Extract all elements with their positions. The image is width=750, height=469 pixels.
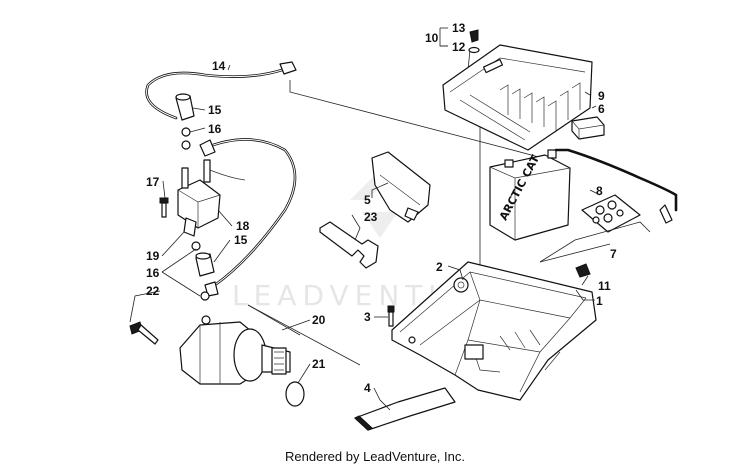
callout-14: 14 [212, 59, 226, 73]
callout-11: 11 [598, 279, 611, 293]
callout-3: 3 [364, 310, 371, 324]
callout-16-upper: 16 [208, 122, 222, 136]
foam-strip [354, 387, 456, 431]
callout-6: 6 [598, 102, 605, 116]
callout-leaders [129, 27, 601, 411]
star-washer [453, 277, 469, 293]
nut-lower [191, 241, 210, 301]
hardware-kit [581, 194, 641, 233]
tray-screw [387, 305, 395, 327]
callout-9: 9 [598, 89, 605, 103]
callouts: 1 2 3 4 5 6 7 8 9 10 11 12 13 14 15 15 1… [146, 21, 617, 395]
callout-4: 4 [364, 381, 371, 395]
callout-19: 19 [146, 249, 160, 263]
terminal-boot-lower [195, 252, 215, 277]
starter-solenoid [177, 159, 246, 237]
foam-pad [571, 116, 605, 140]
battery-cable [145, 61, 297, 120]
callout-21: 21 [312, 357, 326, 371]
starter-cable [199, 138, 297, 297]
callout-18: 18 [236, 219, 250, 233]
callout-17: 17 [146, 175, 160, 189]
battery-tray [391, 261, 597, 401]
starter-motor [179, 315, 291, 385]
callout-5: 5 [364, 193, 371, 207]
callout-12: 12 [452, 40, 466, 54]
callout-16-lower: 16 [146, 266, 160, 280]
callout-15-upper: 15 [208, 103, 222, 117]
callout-1: 1 [596, 294, 603, 308]
battery-cover [442, 44, 593, 151]
terminal-cover [371, 151, 431, 223]
callout-22: 22 [146, 284, 160, 298]
footer-credit: Rendered by LeadVenture, Inc. [285, 449, 465, 464]
solenoid-screw [159, 197, 169, 218]
starter-bolt [129, 321, 159, 345]
push-rivet [468, 29, 480, 54]
battery-strap [554, 148, 678, 224]
clip [575, 263, 591, 278]
wrench [319, 221, 379, 269]
o-ring [285, 381, 305, 407]
callout-8: 8 [596, 184, 603, 198]
callout-15-lower: 15 [234, 233, 248, 247]
callout-10: 10 [425, 31, 439, 45]
callout-20: 20 [312, 313, 326, 327]
callout-2: 2 [436, 260, 443, 274]
terminal-boot-upper [175, 93, 195, 121]
battery: ARCTIC CAT [489, 149, 571, 241]
callout-23: 23 [364, 210, 378, 224]
callout-13: 13 [452, 21, 466, 35]
nut-upper [181, 127, 191, 150]
callout-7: 7 [610, 247, 617, 261]
